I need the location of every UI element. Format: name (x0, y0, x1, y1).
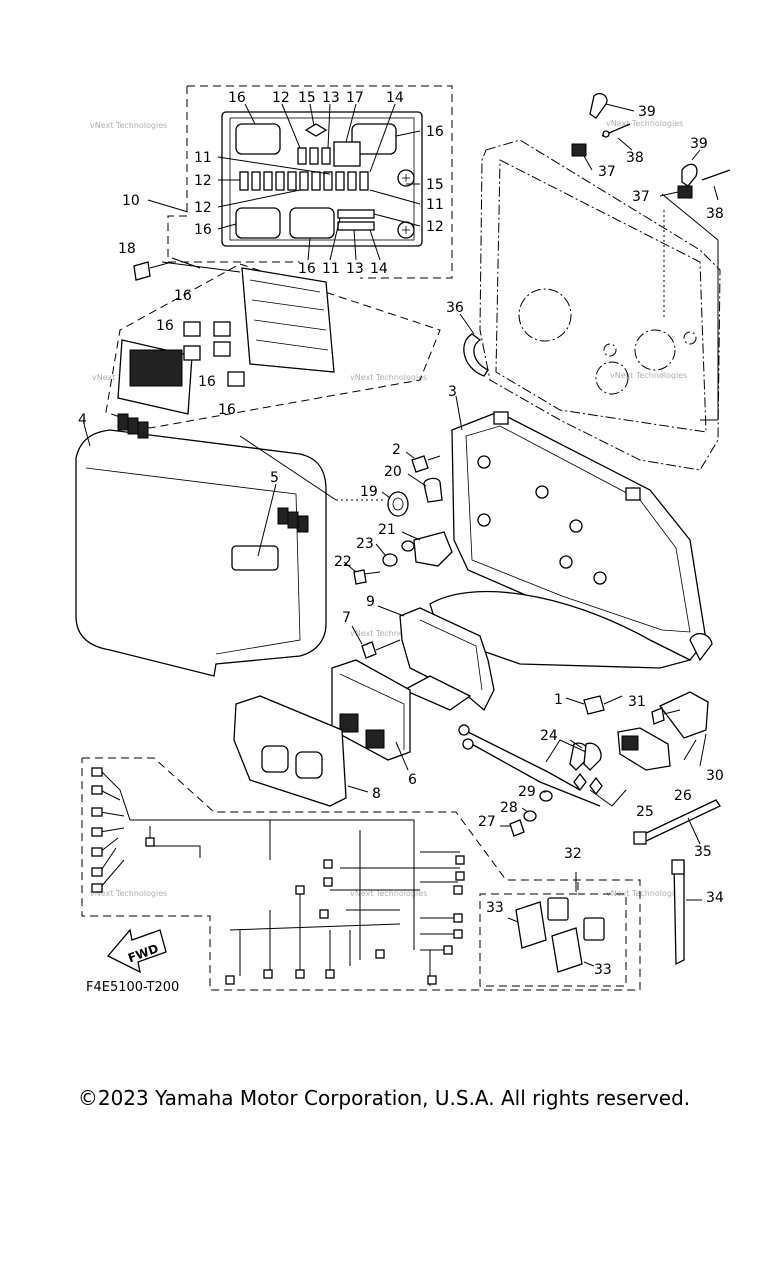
callout-label: 16 (228, 90, 246, 106)
callout-label: 12 (426, 219, 444, 235)
callout-label: 37 (632, 189, 650, 205)
callout-label: 21 (378, 522, 396, 538)
bracket (351, 605, 495, 712)
upper-cover (459, 92, 731, 471)
fuse-box-assembly (105, 257, 441, 429)
callout-label: 16 (156, 318, 174, 334)
callout-label: 22 (334, 554, 352, 570)
callout-label: 28 (500, 800, 518, 816)
callout-label: 15 (298, 90, 316, 106)
callout-label: 15 (426, 177, 444, 193)
relay-assembly (479, 872, 627, 987)
callout-label: 10 (122, 193, 140, 209)
watermark: vNext Technologies (350, 373, 427, 382)
callout-label: 19 (360, 484, 378, 500)
watermark: vNext Technologies (610, 371, 687, 380)
callout-label: 37 (598, 164, 616, 180)
callout-label: 33 (594, 962, 612, 978)
callout-label: 2 (392, 442, 401, 458)
bolts-washers (500, 790, 553, 837)
callout-label: 23 (356, 536, 374, 552)
callout-label: 35 (694, 844, 712, 860)
copyright-notice: ©2023 Yamaha Motor Corporation, U.S.A. A… (77, 1086, 691, 1110)
callout-label: 16 (218, 402, 236, 418)
callout-label: 39 (638, 104, 656, 120)
callout-label: 14 (370, 261, 388, 277)
callout-label: 27 (478, 814, 496, 830)
watermark: vNext Technologies (90, 889, 167, 898)
cables-relay (458, 691, 709, 807)
callout-label: 7 (342, 610, 351, 626)
callout-label: 24 (540, 728, 558, 744)
callout-label: 4 (78, 412, 87, 428)
callout-label: 16 (426, 124, 444, 140)
wire-harness (81, 757, 641, 991)
callout-label: 36 (446, 300, 464, 316)
callout-label: 13 (322, 90, 340, 106)
callout-label: 1 (554, 692, 563, 708)
watermark: vNext Technologies (90, 121, 167, 130)
callout-label: 12 (272, 90, 290, 106)
callout-label: 16 (174, 288, 192, 304)
callout-label: 32 (564, 846, 582, 862)
callout-label: 29 (518, 784, 536, 800)
callout-label: 33 (486, 900, 504, 916)
callout-label: 11 (426, 197, 444, 213)
callout-label: 14 (386, 90, 404, 106)
callout-label: 38 (706, 206, 724, 222)
holder (233, 695, 369, 807)
watermark: vNext Technologies (606, 889, 683, 898)
callout-label: 12 (194, 173, 212, 189)
callout-label: 9 (366, 594, 375, 610)
callout-label: 25 (636, 804, 654, 820)
callout-label: 11 (322, 261, 340, 277)
callout-label: 31 (628, 694, 646, 710)
callout-label: 8 (372, 786, 381, 802)
parts-diagram: vNext Technologies vNext Technologies vN… (75, 85, 731, 995)
callout-label: 30 (706, 768, 724, 784)
watermark: vNext Technologies (350, 889, 427, 898)
watermark: vNext Technologies (606, 119, 683, 128)
callout-labels: 16 12 15 13 17 14 16 11 12 15 10 12 11 1… (78, 90, 724, 978)
callout-label: 26 (674, 788, 692, 804)
watermark: vNext Technologies (350, 629, 427, 638)
callout-label: 17 (346, 90, 364, 106)
fwd-arrow-icon: FWD (106, 928, 167, 974)
diagram-part-code: F4E5100-T200 (86, 980, 179, 995)
callout-label: 13 (346, 261, 364, 277)
callout-label: 38 (626, 150, 644, 166)
cable-ties (633, 799, 721, 966)
callout-label: 18 (118, 241, 136, 257)
cover (75, 413, 327, 677)
callout-label: 6 (408, 772, 417, 788)
callout-label: 39 (690, 136, 708, 152)
callout-label: 3 (448, 384, 457, 400)
fasteners (239, 435, 453, 585)
callout-label: 16 (198, 374, 216, 390)
callout-label: 16 (194, 222, 212, 238)
callout-label: 20 (384, 464, 402, 480)
fuse-box-detail (147, 85, 453, 279)
callout-label: 34 (706, 890, 724, 906)
callout-label: 11 (194, 150, 212, 166)
electrical-box (429, 395, 713, 669)
callout-label: 12 (194, 200, 212, 216)
callout-label: 5 (270, 470, 279, 486)
callout-label: 16 (298, 261, 316, 277)
